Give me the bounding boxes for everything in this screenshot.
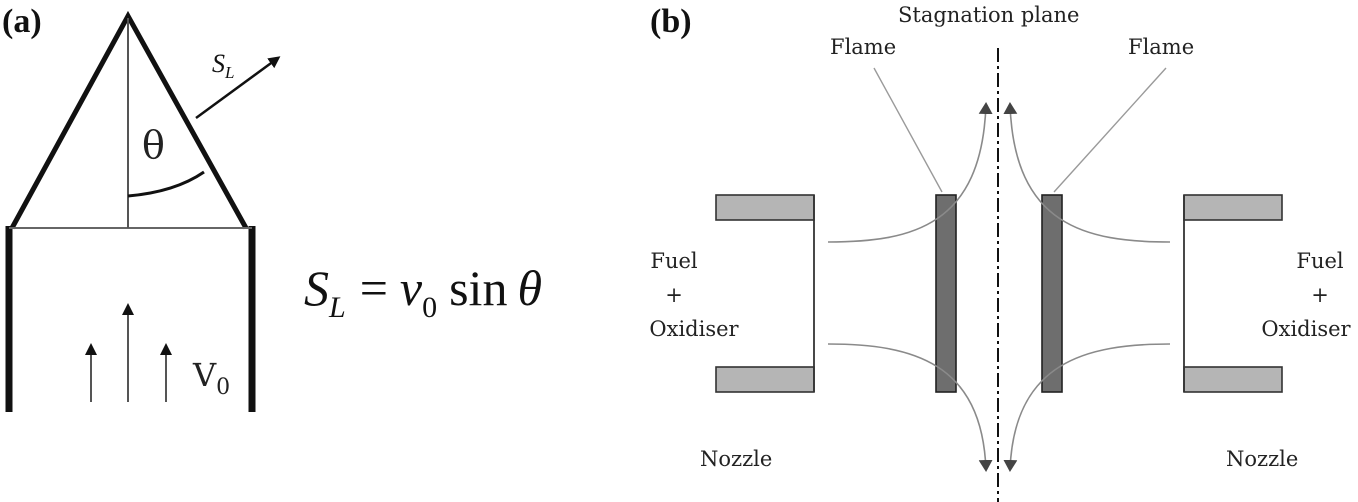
fuel-left-line3: Oxidiser	[649, 317, 739, 341]
angle-arc	[127, 170, 205, 198]
nozzle-label-right: Nozzle	[1226, 447, 1298, 471]
sl-label-a: SL	[212, 49, 234, 82]
v0-label: V0	[192, 356, 230, 400]
fuel-right-line1: Fuel	[1296, 249, 1344, 273]
nozzle-left-bottom-wall	[715, 366, 815, 393]
stagnation-plane-label: Stagnation plane	[898, 3, 1079, 27]
fuel-left-line1: Fuel	[650, 249, 698, 273]
sl-arrow	[195, 56, 281, 120]
flame-sheet-right	[1041, 194, 1063, 393]
streamline-right-upper	[1003, 102, 1171, 243]
flame-leader-right	[1053, 67, 1167, 193]
streamline-right-lower	[1003, 343, 1171, 472]
nozzle-right-top-wall	[1183, 194, 1283, 221]
flame-leader-left	[873, 67, 943, 193]
nozzle-left-top-wall	[715, 194, 815, 221]
streamline-left-upper	[827, 102, 993, 243]
panel-a-label: (a)	[2, 3, 42, 40]
theta-symbol: θ	[142, 123, 165, 167]
fuel-right-line3: Oxidiser	[1261, 317, 1351, 341]
flame-label-right: Flame	[1128, 35, 1194, 59]
flame-cone	[9, 10, 249, 230]
fuel-right-line2: +	[1311, 283, 1329, 307]
nozzle-label-left: Nozzle	[700, 447, 772, 471]
flame-sheet-left	[935, 194, 957, 393]
fuel-left-line2: +	[665, 283, 683, 307]
flame-label-left: Flame	[830, 35, 896, 59]
streamline-left-lower	[827, 343, 993, 472]
panel-b-label: (b)	[650, 3, 692, 40]
nozzle-right-bottom-wall	[1183, 366, 1283, 393]
